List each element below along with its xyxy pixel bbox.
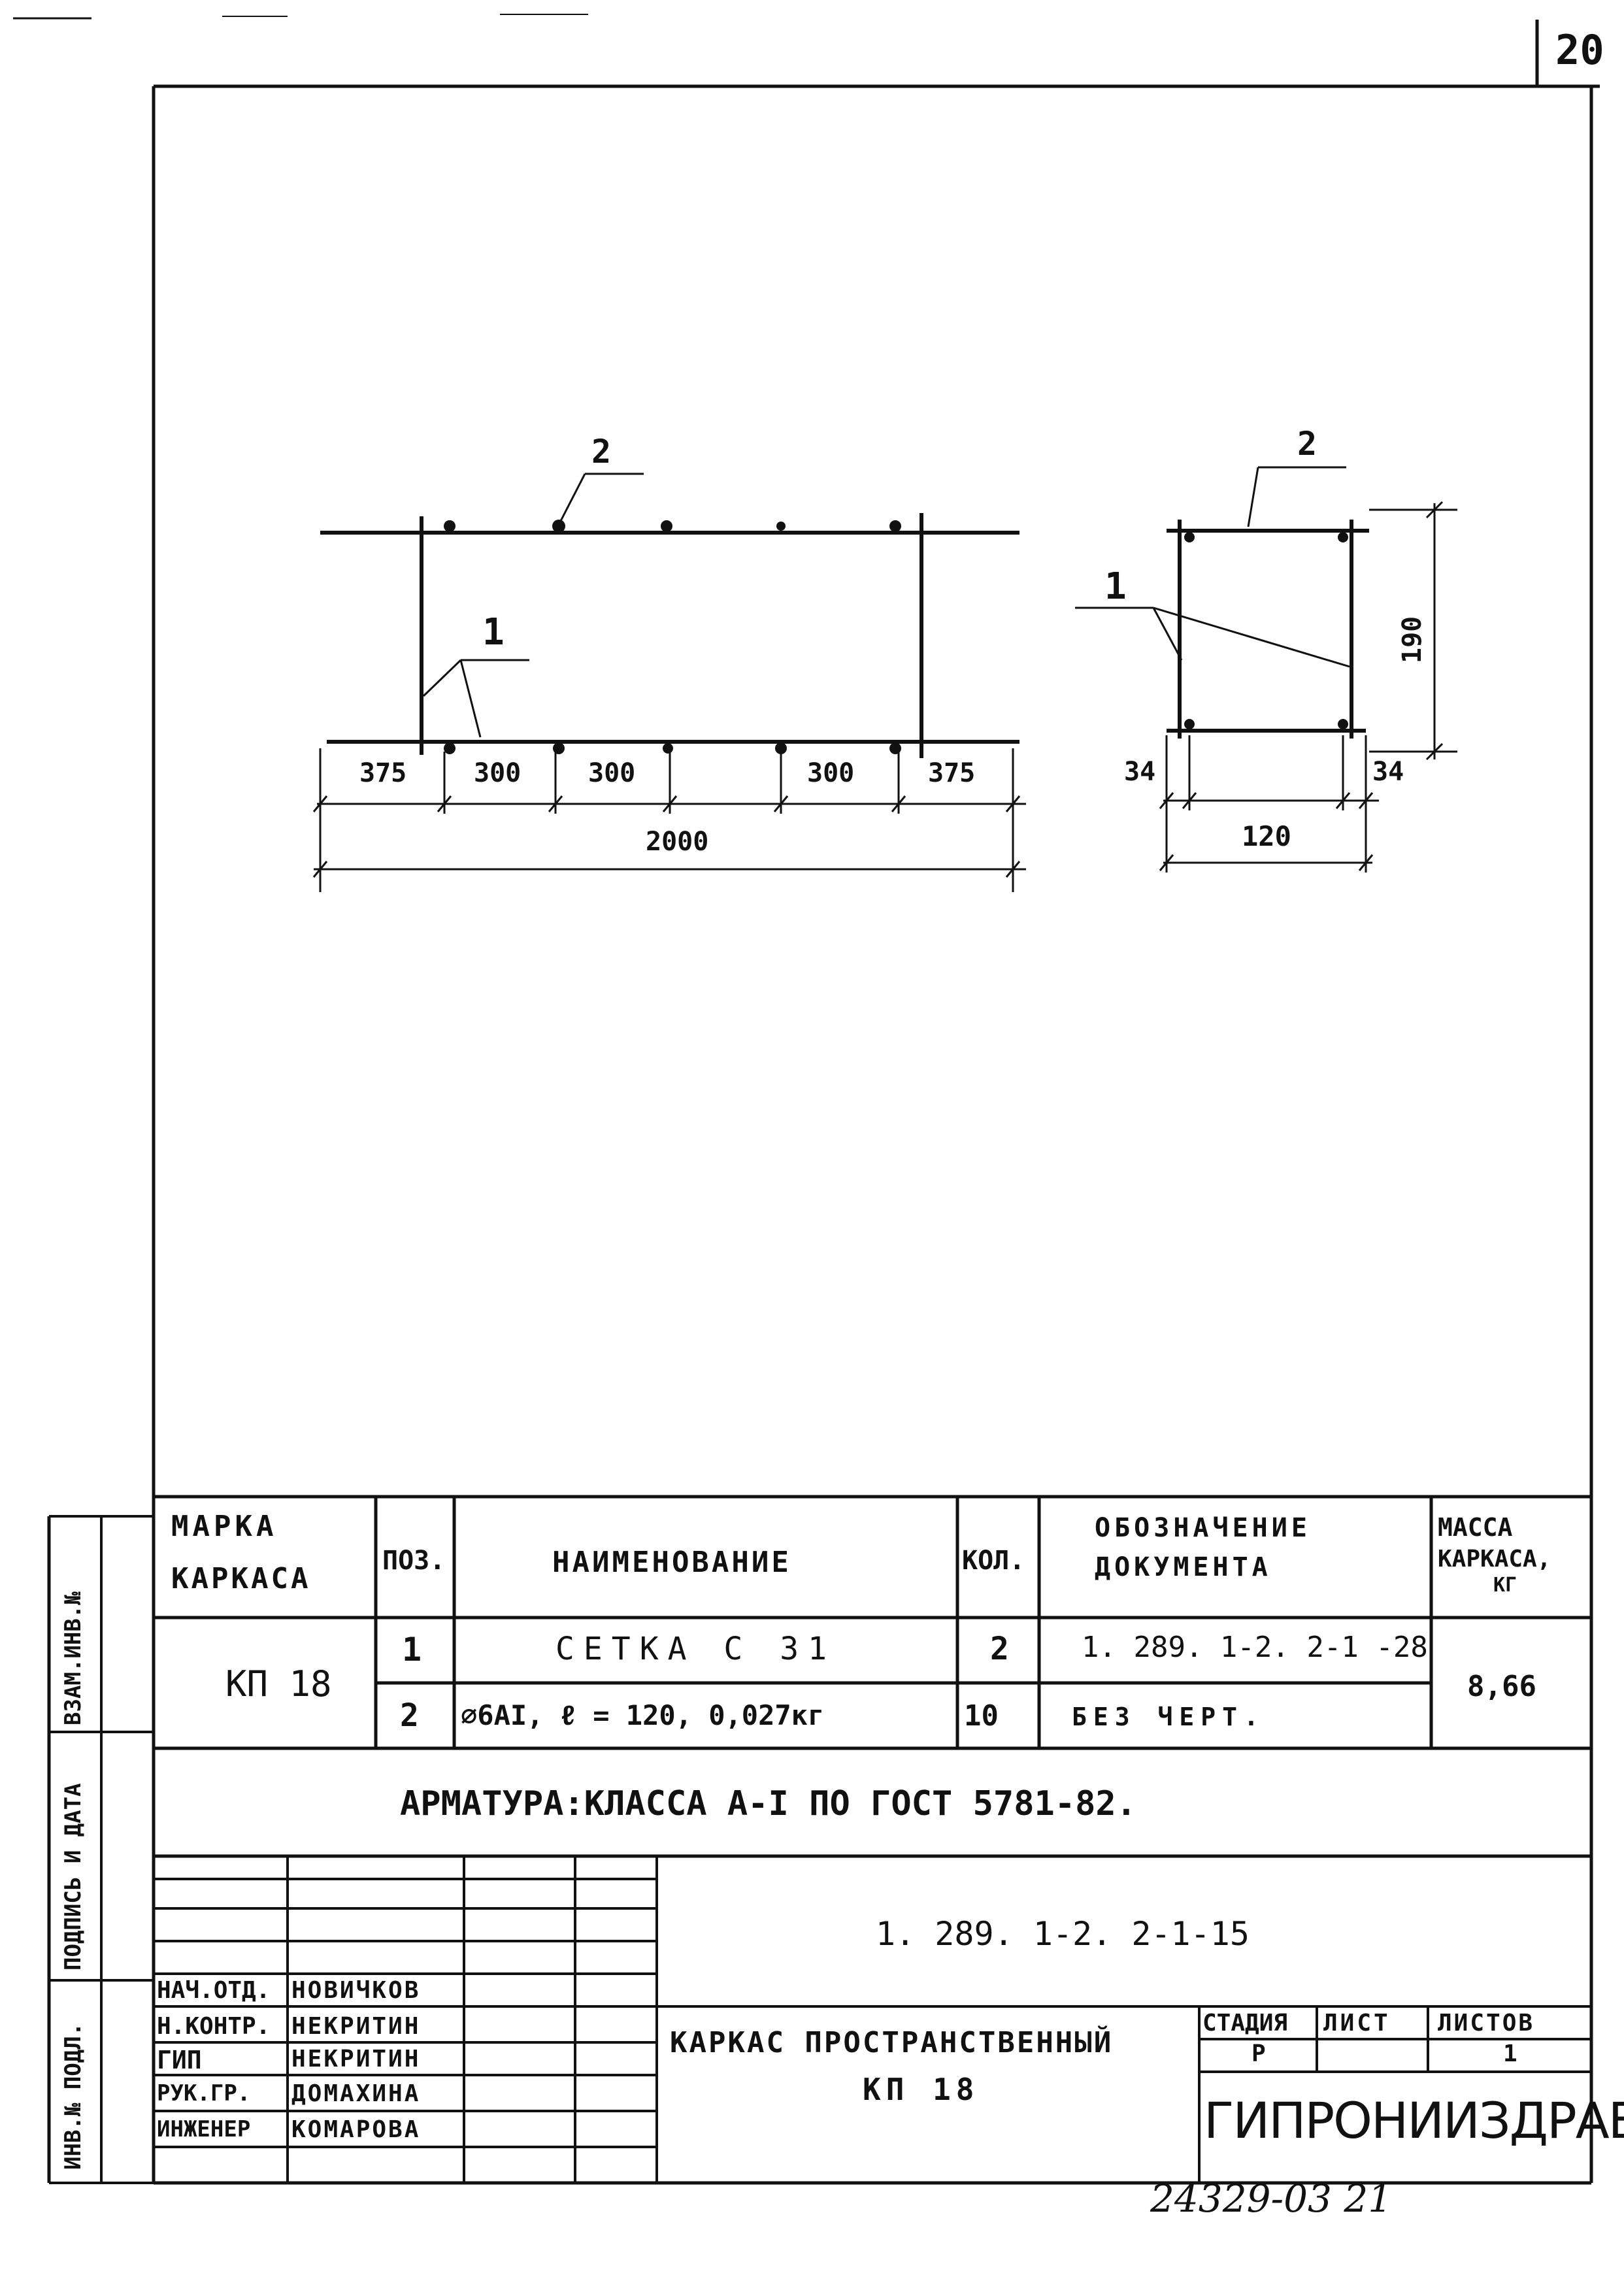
sheets-value: 1 (1503, 2040, 1517, 2067)
section-callout-pos2: 2 (1297, 425, 1317, 463)
side-stamp-inv-repl: ВЗАМ.ИНВ.№ (60, 1591, 86, 1725)
sig-name-5: КОМАРОВА (291, 2116, 421, 2143)
elevation-callout-pos1: 1 (482, 611, 505, 654)
header-name: НАИМЕНОВАНИЕ (552, 1546, 791, 1579)
header-pos: ПОЗ. (382, 1546, 446, 1576)
spec-mark-value: КП 18 (225, 1663, 332, 1704)
sig-name-2: НЕКРИТИН (291, 2013, 421, 2040)
sig-name-3: НЕКРИТИН (291, 2046, 421, 2072)
title-line2: КП 18 (863, 2072, 980, 2107)
header-mass-line3: КГ (1493, 1574, 1517, 1597)
elevation-overall-dim: 2000 (646, 827, 709, 857)
sig-role-2: Н.КОНТР. (157, 2013, 271, 2040)
row1-doc: 1. 289. 1-2. 2-1 -28 (1082, 1631, 1428, 1664)
sig-name-4: ДОМАХИНА (291, 2080, 421, 2107)
row1-name: СЕТКА С 31 (555, 1631, 836, 1667)
row1-qty: 2 (990, 1631, 1009, 1667)
sheets-label: ЛИСТОВ (1438, 2010, 1535, 2036)
header-mass-line2: КАРКАСА, (1438, 1546, 1551, 1572)
bottom-code: 24329-03 21 (1150, 2176, 1393, 2221)
elevation-dim-2: 300 (474, 758, 522, 788)
header-doc-line1: ОБОЗНАЧЕНИЕ (1095, 1513, 1311, 1543)
header-qty: КОЛ. (962, 1546, 1025, 1576)
elevation-dim-4: 300 (807, 758, 855, 788)
section-left-cover: 34 (1124, 757, 1156, 787)
title-line1: КАРКАС ПРОСТРАНСТВЕННЫЙ (670, 2026, 1114, 2059)
doc-code: 1. 289. 1-2. 2-1-15 (876, 1915, 1250, 1953)
spec-mass-value: 8,66 (1467, 1670, 1536, 1703)
side-stamp-sign-date: ПОДПИСЬ И ДАТА (60, 1783, 86, 1970)
elevation-dim-1: 375 (359, 758, 407, 788)
sig-role-5: ИНЖЕНЕР (157, 2116, 251, 2142)
sheet-label: ЛИСТ (1323, 2010, 1391, 2036)
stage-label: СТАДИЯ (1202, 2010, 1288, 2036)
elevation-dim-5: 375 (928, 758, 976, 788)
header-mark-line2: КАРКАСА (171, 1562, 311, 1595)
reinforcement-note: АРМАТУРА:КЛАССА А-I ПО ГОСТ 5781-82. (400, 1784, 1137, 1823)
section-width-dim: 120 (1242, 820, 1291, 852)
row2-doc: БЕЗ ЧЕРТ. (1072, 1703, 1265, 1731)
section-right-cover: 34 (1372, 757, 1404, 787)
stage-value: Р (1251, 2040, 1266, 2067)
sig-role-1: НАЧ.ОТД. (157, 1977, 271, 2004)
side-stamp-inv-orig: ИНВ.№ ПОДЛ. (60, 2022, 86, 2170)
row2-pos: 2 (400, 1697, 419, 1734)
row1-pos: 1 (402, 1631, 422, 1669)
elevation-callout-pos2: 2 (591, 433, 612, 471)
sig-role-4: РУК.ГР. (157, 2080, 251, 2106)
header-mass-line1: МАССА (1438, 1513, 1513, 1542)
row2-qty: 10 (964, 1699, 999, 1733)
sig-role-3: ГИП (157, 2046, 202, 2074)
organization-name: ГИПРОНИИЗДРАВ (1204, 2091, 1624, 2150)
header-mark-line1: МАРКА (171, 1510, 278, 1543)
elevation-dim-3: 300 (588, 758, 636, 788)
sig-name-1: НОВИЧКОВ (291, 1977, 421, 2004)
section-callout-pos1: 1 (1104, 565, 1127, 608)
header-doc-line2: ДОКУМЕНТА (1095, 1552, 1272, 1582)
row2-name: ⌀6АI, ℓ = 120, 0,027кг (461, 1699, 825, 1731)
sheet-number: 20 (1555, 26, 1604, 74)
